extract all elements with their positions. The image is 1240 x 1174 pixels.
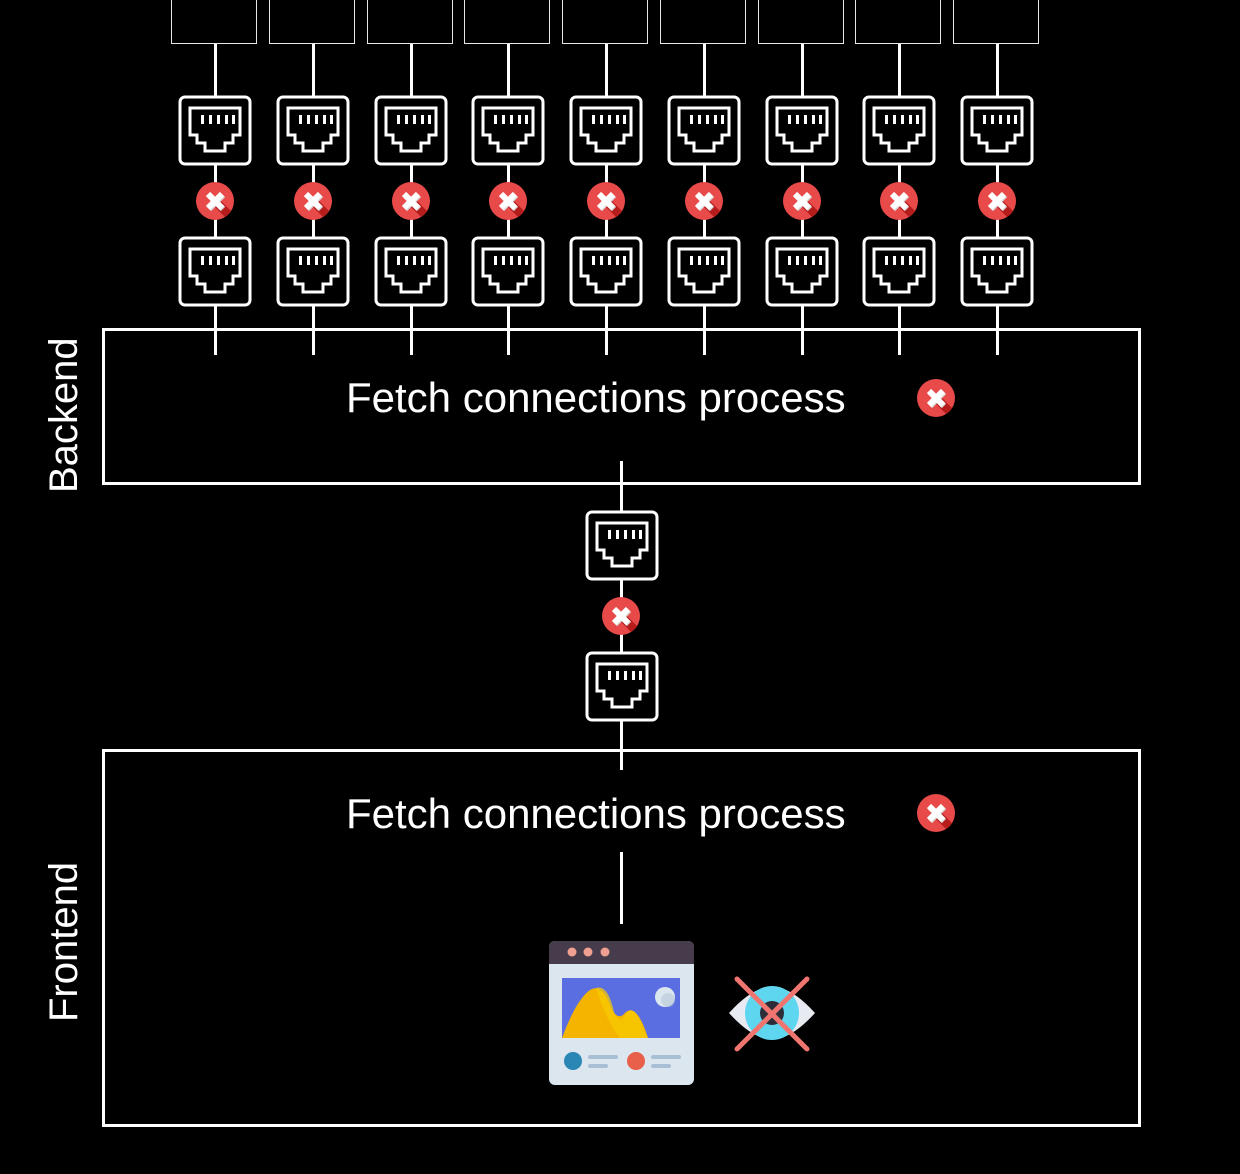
link-error-icon: [488, 181, 528, 221]
ethernet-port-icon: [178, 236, 252, 307]
ethernet-port-icon: [276, 95, 350, 166]
source-node: [660, 0, 746, 44]
frontend-ethernet-port-icon: [585, 651, 659, 722]
link-line: [620, 461, 623, 511]
frontend-error-icon: [916, 793, 956, 833]
link-error-icon: [684, 181, 724, 221]
link-error-icon: [601, 596, 641, 636]
link-error-icon: [391, 181, 431, 221]
ethernet-port-icon: [960, 95, 1034, 166]
link-error-icon: [782, 181, 822, 221]
ethernet-port-icon: [765, 236, 839, 307]
source-node: [269, 0, 355, 44]
link-error-icon: [195, 181, 235, 221]
source-line: [214, 44, 217, 97]
ethernet-port-icon: [374, 95, 448, 166]
source-line: [703, 44, 706, 97]
ethernet-port-icon: [276, 236, 350, 307]
ethernet-port-icon: [471, 236, 545, 307]
source-line: [801, 44, 804, 97]
ethernet-port-icon: [374, 236, 448, 307]
link-line: [620, 749, 623, 770]
source-line: [312, 44, 315, 97]
source-line: [507, 44, 510, 97]
frontend-process-label: Fetch connections process: [346, 790, 846, 837]
backend-error-icon: [916, 378, 956, 418]
ethernet-port-icon: [667, 236, 741, 307]
ethernet-port-icon: [569, 95, 643, 166]
link-error-icon: [293, 181, 333, 221]
ethernet-port-icon: [569, 236, 643, 307]
backend-process-label: Fetch connections process: [346, 374, 846, 421]
ethernet-port-icon: [862, 236, 936, 307]
browser-window-image-icon: [549, 941, 694, 1085]
ethernet-port-icon: [765, 95, 839, 166]
source-node: [758, 0, 844, 44]
link-error-icon: [977, 181, 1017, 221]
source-line: [898, 44, 901, 97]
source-node: [953, 0, 1039, 44]
source-node: [855, 0, 941, 44]
ethernet-port-icon: [471, 95, 545, 166]
ethernet-port-icon: [862, 95, 936, 166]
ethernet-port-icon: [960, 236, 1034, 307]
source-node: [171, 0, 257, 44]
link-error-icon: [586, 181, 626, 221]
source-node: [367, 0, 453, 44]
source-node: [464, 0, 550, 44]
browser-link-line: [620, 852, 623, 924]
source-line: [410, 44, 413, 97]
link-error-icon: [879, 181, 919, 221]
source-node: [562, 0, 648, 44]
link-line: [620, 720, 623, 770]
source-line: [996, 44, 999, 97]
eye-crossed-out-icon: [729, 976, 815, 1052]
ethernet-port-icon: [667, 95, 741, 166]
source-line: [605, 44, 608, 97]
backend-ethernet-port-icon: [585, 510, 659, 581]
frontend-section-label: Frontend: [42, 861, 86, 1022]
ethernet-port-icon: [178, 95, 252, 166]
backend-section-label: Backend: [42, 337, 86, 493]
